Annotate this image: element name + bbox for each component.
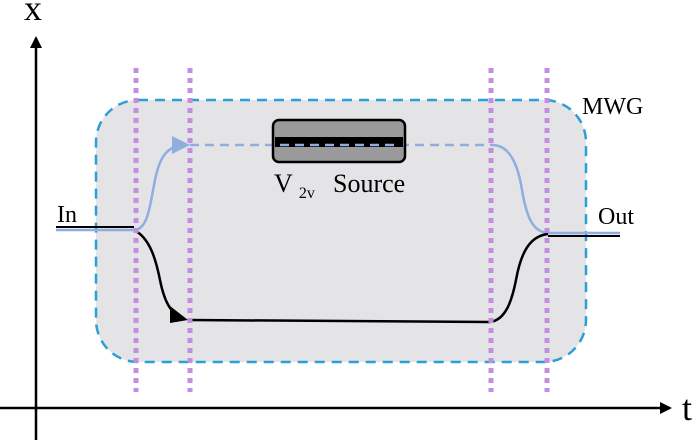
input-label: In: [57, 202, 77, 228]
time-guides: [133, 68, 550, 392]
x-axis-label: x: [24, 0, 42, 28]
mwg-label: MWG: [582, 94, 643, 120]
t-axis-label: t: [682, 388, 692, 428]
upper-arrow-icon: [172, 136, 190, 154]
source-label-sub: 2v: [299, 185, 315, 202]
source-label-main: V: [274, 169, 293, 198]
output-label: Out: [598, 204, 634, 230]
source-label-word: Source: [333, 169, 405, 198]
lower-arrow-icon: [170, 306, 188, 323]
source-element: [271, 118, 407, 164]
source-label: V 2v Source: [274, 169, 405, 204]
lower-path: [56, 226, 620, 324]
